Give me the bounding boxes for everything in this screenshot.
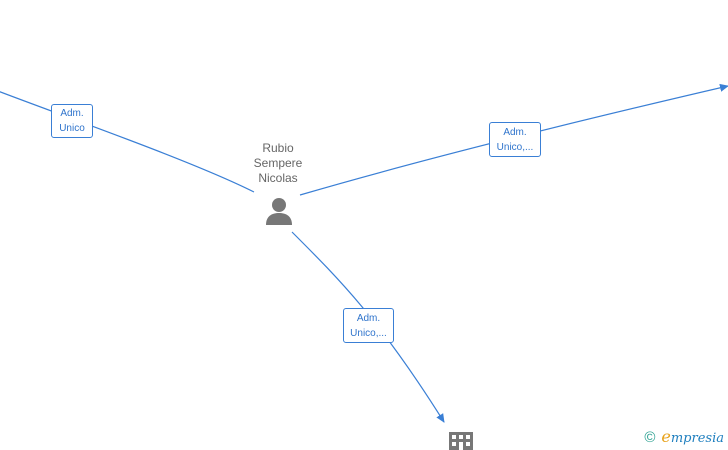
copyright-icon: © bbox=[644, 429, 656, 446]
edge-label-left[interactable]: Adm. Unico bbox=[51, 104, 93, 138]
person-name-line: Rubio bbox=[262, 141, 294, 155]
edge-label-right[interactable]: Adm. Unico,... bbox=[489, 122, 541, 157]
person-name-line: Sempere bbox=[253, 156, 303, 170]
brand-name-rest: mpresia bbox=[670, 431, 724, 446]
edge-label-line: Adm. bbox=[60, 108, 84, 119]
edge-label-line: Unico,... bbox=[350, 327, 387, 339]
person-name[interactable]: Rubio Sempere Nicolas bbox=[230, 141, 326, 186]
person-name-line: Nicolas bbox=[258, 171, 298, 185]
edge-label-down[interactable]: Adm. Unico,... bbox=[343, 308, 394, 343]
edge-label-line: Unico,... bbox=[496, 141, 534, 153]
brand-initial: e bbox=[661, 427, 671, 446]
brand-watermark: © empresia bbox=[644, 427, 724, 447]
edge-label-line: Adm. bbox=[503, 126, 527, 138]
edge-label-line: Adm. bbox=[356, 312, 381, 324]
person-icon[interactable] bbox=[264, 196, 294, 226]
edge-left bbox=[0, 91, 255, 193]
building-icon[interactable] bbox=[449, 432, 473, 450]
brand-name: empresia bbox=[661, 427, 724, 447]
edge-label-line: Unico bbox=[59, 123, 85, 134]
edge-down bbox=[291, 231, 445, 423]
